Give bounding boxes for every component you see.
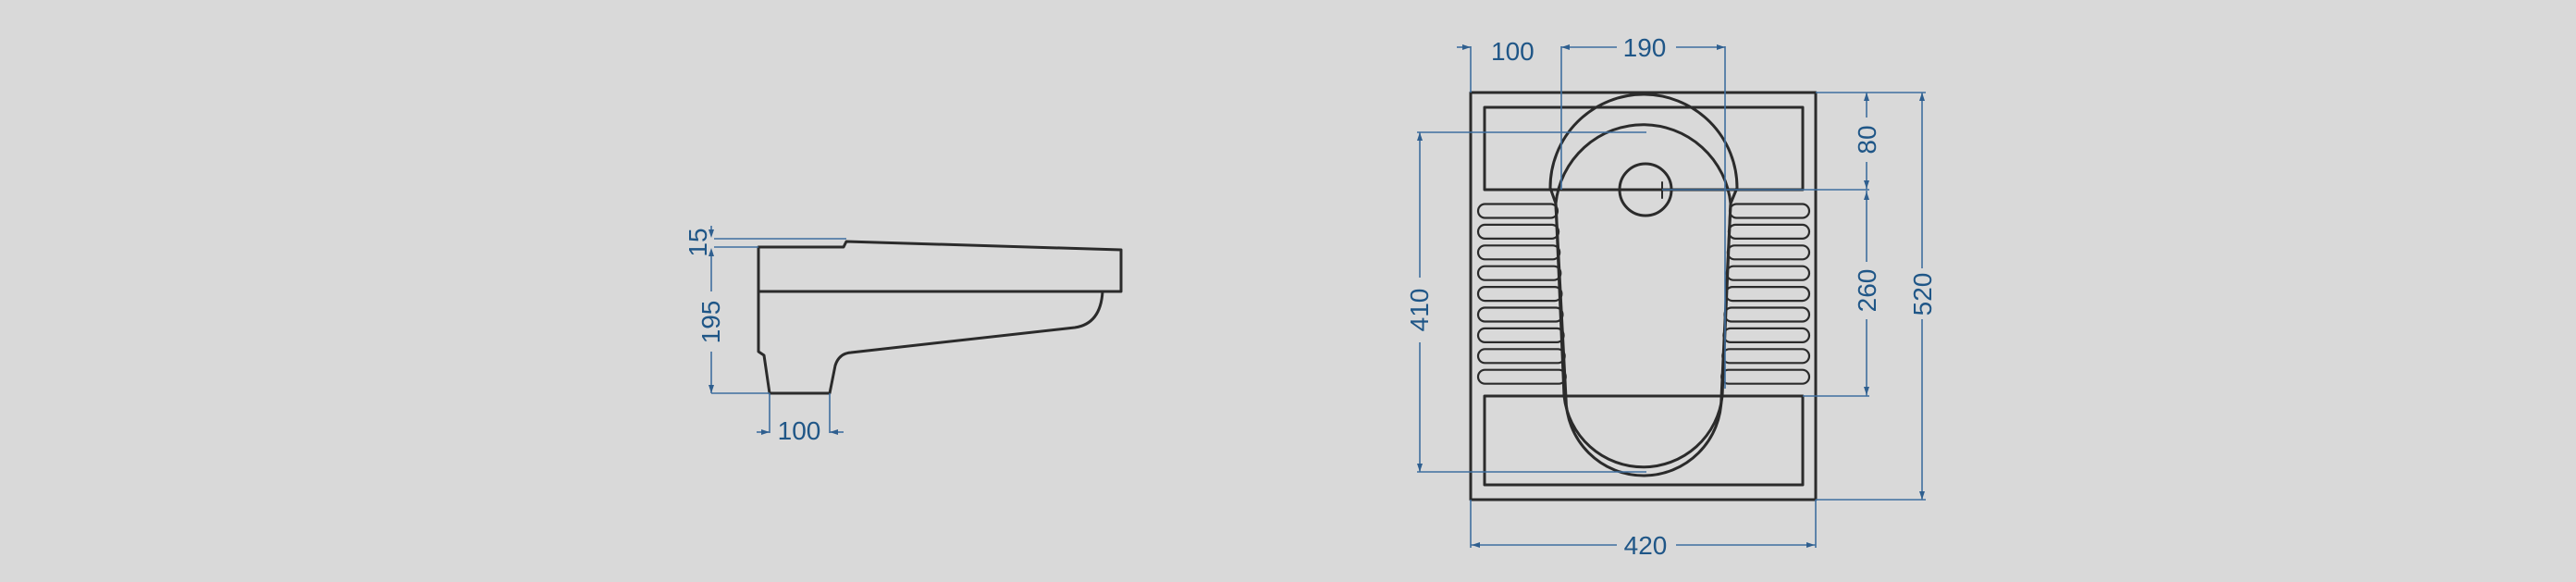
side-profile-outline: [757, 240, 1123, 293]
dimension-bowl-length: 410: [1405, 131, 1646, 473]
foot-rib-left: [1476, 244, 1561, 261]
dimension-top-lip: 15: [684, 226, 846, 257]
dim-label-height: 195: [696, 301, 725, 344]
foot-rib-right: [1724, 286, 1811, 303]
foot-rib-left: [1476, 223, 1560, 240]
dimension-front-offset: 100: [1457, 37, 1535, 93]
foot-rib-left: [1476, 286, 1563, 303]
foot-rib-right: [1728, 203, 1811, 219]
bowl-opening-inner: [1554, 123, 1732, 477]
side-lower-body: [757, 290, 1104, 395]
dim-label-front-offset: 100: [1491, 37, 1535, 66]
dim-label-rim-to-hole: 80: [1853, 125, 1881, 154]
dim-label-total-length: 520: [1908, 273, 1937, 316]
foot-rib-right: [1721, 348, 1811, 365]
dimension-hole-to-front: 260: [1803, 191, 1881, 397]
foot-rib-right: [1727, 223, 1811, 240]
dimension-total-width: 420: [1470, 500, 1817, 560]
foot-rib-left: [1476, 306, 1564, 323]
foot-rib-right: [1723, 306, 1811, 323]
dim-label-bowl-length: 410: [1405, 289, 1434, 332]
dimension-opening-width: 190: [1560, 33, 1726, 389]
dim-label-hole-to-front: 260: [1853, 269, 1881, 313]
dimension-rim-to-hole: 80: [1662, 92, 1926, 191]
dim-label-opening-width: 190: [1623, 33, 1667, 62]
foot-rib-right: [1725, 265, 1811, 281]
bowl-opening-outer: [1548, 93, 1739, 469]
foot-rib-left: [1476, 348, 1566, 365]
foot-rib-left: [1476, 203, 1559, 219]
top-view: 100 190 410: [1405, 33, 1937, 560]
dimension-base-width: 100: [757, 393, 844, 445]
rear-panel: [1483, 105, 1805, 192]
front-panel: [1483, 394, 1805, 487]
foot-rib-right: [1720, 368, 1811, 385]
foot-rib-right: [1722, 327, 1811, 343]
foot-rib-left: [1476, 368, 1567, 385]
dimension-total-length: 520: [1816, 93, 1937, 501]
side-view: 15 195 100: [684, 226, 1123, 445]
outer-frame: [1469, 91, 1818, 502]
foot-rib-right: [1726, 244, 1811, 261]
foot-grip-ribs: [1476, 203, 1811, 385]
dim-label-base-width: 100: [778, 416, 821, 445]
dimension-height: 195: [696, 248, 770, 394]
foot-rib-left: [1476, 327, 1565, 343]
dim-label-top-lip: 15: [684, 228, 712, 256]
foot-rib-left: [1476, 265, 1562, 281]
dim-label-total-width: 420: [1624, 531, 1668, 560]
